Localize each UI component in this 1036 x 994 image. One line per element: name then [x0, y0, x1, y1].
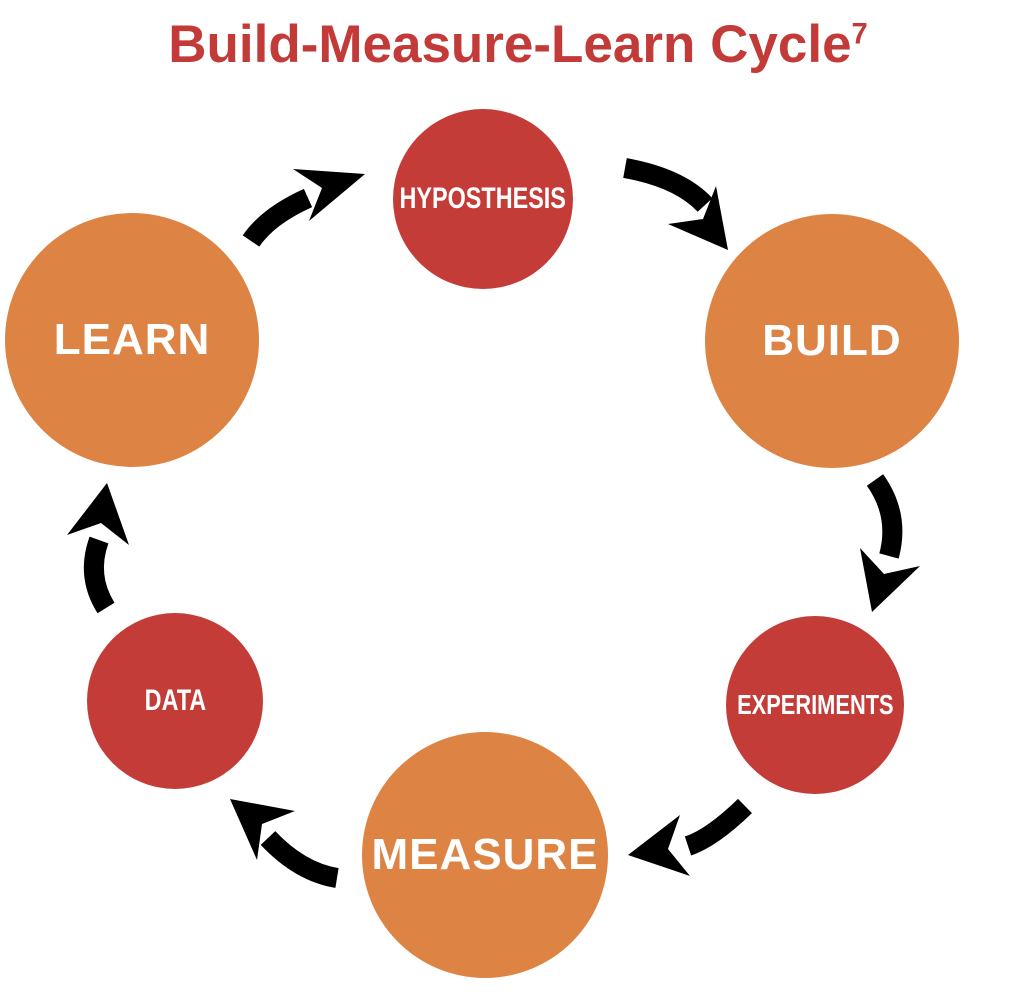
node-learn: LEARN [5, 213, 259, 467]
node-data-label: DATA [144, 684, 206, 717]
node-build-label: BUILD [762, 316, 902, 365]
arrow-learn-to-hypothesis-icon [242, 169, 365, 247]
page-title-text: Build-Measure-Learn Cycle [168, 15, 852, 74]
title-superscript: 7 [851, 18, 868, 51]
node-experiments: EXPERIMENTS [726, 616, 904, 794]
arrow-data-to-learn-icon [67, 483, 129, 614]
page-title: Build-Measure-Learn Cycle7 [0, 14, 1036, 75]
node-experiments-label: EXPERIMENTS [736, 689, 894, 720]
node-build: BUILD [705, 214, 959, 468]
node-measure-label: MEASURE [371, 830, 599, 879]
node-data: DATA [87, 613, 263, 789]
node-measure: MEASURE [362, 732, 608, 978]
node-hypothesis: HYPOSTHESIS [393, 109, 573, 289]
arrow-measure-to-data-icon [230, 799, 339, 888]
arrow-experiments-to-measure-icon [628, 798, 752, 876]
arrow-build-to-experiments-icon [860, 474, 920, 612]
node-learn-label: LEARN [53, 315, 211, 364]
node-hypothesis-label: HYPOSTHESIS [399, 182, 567, 215]
arrow-hypothesis-to-build-icon [623, 158, 728, 250]
